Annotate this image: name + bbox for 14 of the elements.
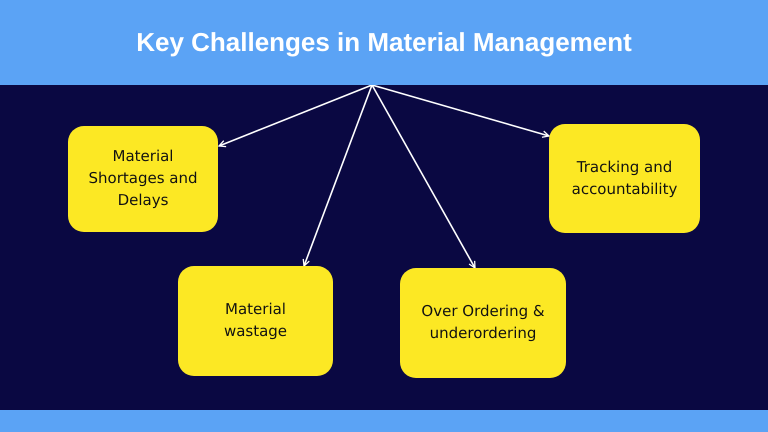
card-text: Tracking and accountability bbox=[570, 156, 678, 200]
arrow bbox=[371, 84, 476, 269]
challenge-card bbox=[400, 268, 566, 378]
arrow bbox=[302, 84, 373, 267]
title-text: Key Challenges in Material Management bbox=[136, 27, 632, 58]
arrow bbox=[372, 84, 550, 138]
arrow bbox=[218, 84, 372, 148]
challenge-card bbox=[68, 126, 218, 232]
challenge-card bbox=[178, 266, 333, 376]
card-text: Over Ordering & underordering bbox=[420, 301, 546, 344]
card-text: Material Shortages and Delays bbox=[88, 146, 198, 211]
card-text: Material wastage bbox=[222, 299, 288, 342]
title-band bbox=[0, 0, 768, 85]
challenge-card bbox=[549, 124, 700, 233]
